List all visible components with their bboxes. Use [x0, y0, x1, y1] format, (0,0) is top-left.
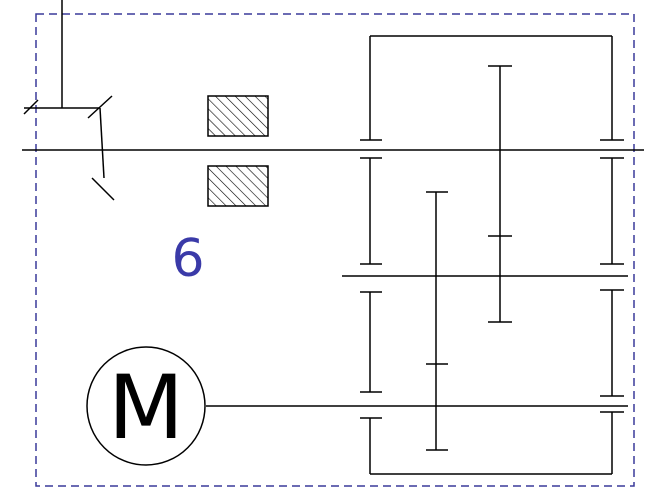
gear-vertical-1	[426, 191, 448, 451]
gear-left-upper	[360, 157, 382, 265]
bearing-lower	[207, 165, 269, 207]
housing-frame	[35, 13, 635, 487]
position-label: 6	[171, 229, 204, 289]
motor-symbol: M	[86, 346, 206, 466]
bearing-upper	[207, 95, 269, 137]
bevel-gear	[87, 95, 115, 201]
top-bracket	[360, 35, 624, 141]
gear-vertical-2	[488, 65, 512, 323]
bottom-bracket	[360, 411, 624, 475]
gear-right-upper	[600, 157, 624, 265]
gear-left-lower	[360, 291, 382, 393]
vertical-input-shaft	[23, 0, 100, 115]
gear-right-lower	[600, 289, 624, 397]
motor-letter: M	[108, 356, 184, 459]
